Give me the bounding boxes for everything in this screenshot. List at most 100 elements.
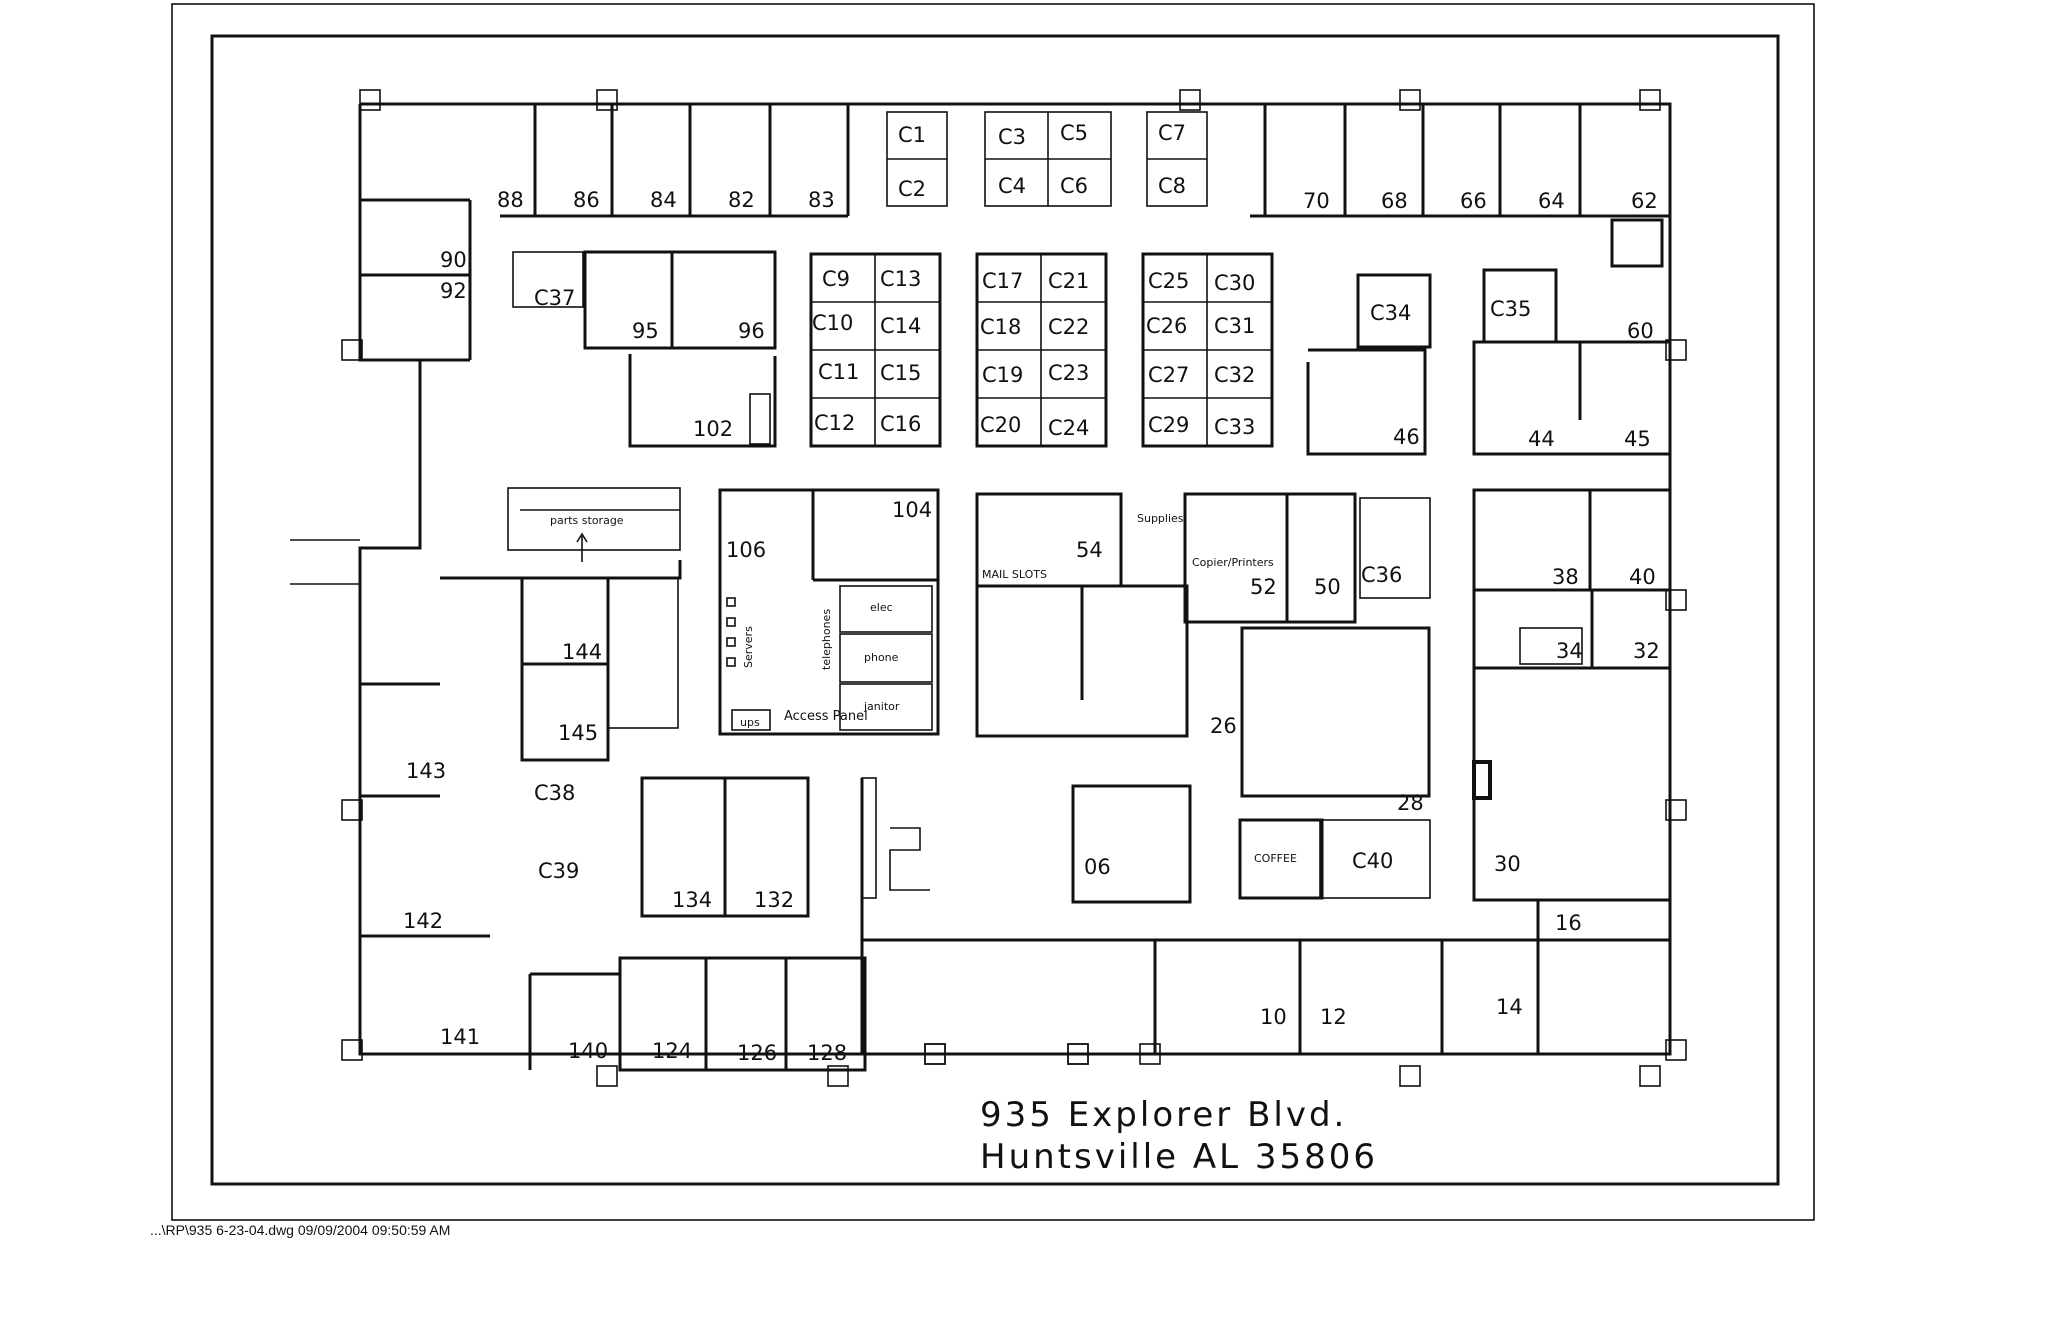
room-84: 84	[650, 188, 677, 212]
south-central	[860, 777, 1670, 1054]
room-141: 141	[440, 1025, 480, 1049]
cubicle-c29: C29	[1148, 413, 1189, 437]
cubicle-c16: C16	[880, 412, 921, 436]
label-coffee: COFFEE	[1254, 852, 1297, 865]
cubicle-c4: C4	[998, 174, 1026, 198]
storage-arrow	[576, 532, 588, 562]
room-66: 66	[1460, 189, 1487, 213]
room-50: 50	[1314, 575, 1341, 599]
label-phone: phone	[864, 651, 899, 664]
address-line-2: Huntsville AL 35806	[980, 1137, 1378, 1177]
room-52: 52	[1250, 575, 1277, 599]
room-86: 86	[573, 188, 600, 212]
utility-core	[718, 488, 940, 736]
cubicle-c33: C33	[1214, 415, 1255, 439]
cubicle-c15: C15	[880, 361, 921, 385]
room-90: 90	[440, 248, 467, 272]
label-parts-storage: parts storage	[550, 514, 624, 527]
room-12: 12	[1320, 1005, 1347, 1029]
cubicle-c12: C12	[814, 411, 855, 435]
cubicle-c30: C30	[1214, 271, 1255, 295]
room-28: 28	[1397, 791, 1424, 815]
label-access-panel: Access Panel	[784, 709, 868, 724]
cubicle-c14: C14	[880, 314, 921, 338]
cubicle-c36: C36	[1361, 563, 1402, 587]
cubicle-c17: C17	[982, 269, 1023, 293]
cubicle-c18: C18	[980, 315, 1021, 339]
room-82: 82	[728, 188, 755, 212]
file-stamp: ...\RP\935 6-23-04.dwg 09/09/2004 09:50:…	[150, 1222, 451, 1238]
label-janitor: janitor	[863, 700, 900, 713]
room-labels: 88 86 84 82 83 70 68 66 64 62 90 92 95 9…	[403, 188, 1660, 1065]
building-outline	[290, 102, 1672, 1056]
cubicle-c6: C6	[1060, 174, 1088, 198]
cubicle-c3: C3	[998, 125, 1026, 149]
cubicle-c19: C19	[982, 363, 1023, 387]
cubicle-c31: C31	[1214, 314, 1255, 338]
room-32: 32	[1633, 639, 1660, 663]
label-telephones: telephones	[820, 609, 833, 670]
room-34: 34	[1556, 639, 1583, 663]
cubicle-c26: C26	[1146, 314, 1187, 338]
room-83: 83	[808, 188, 835, 212]
restroom-core	[975, 492, 1431, 798]
room-62: 62	[1631, 189, 1658, 213]
cubicle-c13: C13	[880, 267, 921, 291]
room-92: 92	[440, 279, 467, 303]
room-95: 95	[632, 319, 659, 343]
room-45: 45	[1624, 427, 1651, 451]
room-54: 54	[1076, 538, 1103, 562]
cubicle-c5: C5	[1060, 121, 1088, 145]
cubicle-c8: C8	[1158, 174, 1186, 198]
room-134: 134	[672, 888, 712, 912]
cubicle-c11: C11	[818, 360, 859, 384]
address-line-1: 935 Explorer Blvd.	[980, 1095, 1347, 1135]
label-servers: Servers	[742, 626, 755, 668]
east-wing	[1472, 488, 1672, 902]
label-elec: elec	[870, 601, 893, 614]
room-40: 40	[1629, 565, 1656, 589]
cubicle-c32: C32	[1214, 363, 1255, 387]
cubicle-c9: C9	[822, 267, 850, 291]
label-copier-printers: Copier/Printers	[1192, 556, 1274, 569]
room-104: 104	[892, 498, 932, 522]
cubicle-c21: C21	[1048, 269, 1089, 293]
cubicle-clusters-north	[809, 111, 1558, 448]
room-06: 06	[1084, 855, 1111, 879]
west-wing	[360, 487, 867, 1072]
label-supplies: Supplies	[1137, 512, 1184, 525]
room-10: 10	[1260, 1005, 1287, 1029]
room-70: 70	[1303, 189, 1330, 213]
cubicle-c23: C23	[1048, 361, 1089, 385]
cubicle-c7: C7	[1158, 121, 1186, 145]
sheet-border-outer	[171, 3, 1815, 1221]
cubicle-c27: C27	[1148, 363, 1189, 387]
cubicle-c20: C20	[980, 413, 1021, 437]
room-106: 106	[726, 538, 766, 562]
cubicle-c35: C35	[1490, 297, 1531, 321]
room-145: 145	[558, 721, 598, 745]
room-68: 68	[1381, 189, 1408, 213]
room-46: 46	[1393, 425, 1420, 449]
room-132: 132	[754, 888, 794, 912]
label-mail-slots: MAIL SLOTS	[982, 568, 1047, 581]
room-88: 88	[497, 188, 524, 212]
cubicle-c25: C25	[1148, 269, 1189, 293]
room-96: 96	[738, 319, 765, 343]
cubicle-c2: C2	[898, 177, 926, 201]
label-ups: ups	[740, 716, 760, 729]
room-38: 38	[1552, 565, 1579, 589]
room-142: 142	[403, 909, 443, 933]
room-140: 140	[568, 1039, 608, 1063]
room-26: 26	[1210, 714, 1237, 738]
annotations: parts storage Supplies Copier/Printers M…	[550, 512, 1297, 865]
cubicle-c1: C1	[898, 123, 926, 147]
cubicle-c38: C38	[534, 781, 575, 805]
room-144: 144	[562, 640, 602, 664]
room-143: 143	[406, 759, 446, 783]
room-64: 64	[1538, 189, 1565, 213]
room-128: 128	[807, 1041, 847, 1065]
room-14: 14	[1496, 995, 1523, 1019]
cubicle-labels: C1 C2 C3 C4 C5 C6 C7 C8 C9 C10 C11 C12 C…	[534, 121, 1531, 883]
